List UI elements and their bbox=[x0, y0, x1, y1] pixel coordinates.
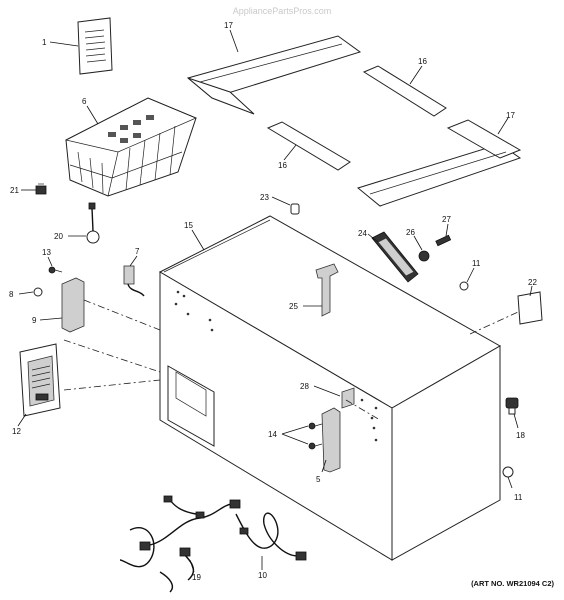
callout-18: 18 bbox=[516, 431, 525, 440]
callout-1: 1 bbox=[42, 38, 47, 47]
lid-gasket-frame bbox=[186, 35, 522, 207]
drain-plug bbox=[290, 203, 300, 215]
callout-5: 5 bbox=[316, 475, 321, 484]
owner-manual bbox=[77, 17, 113, 75]
control-bracket bbox=[61, 277, 85, 333]
callout-16-upper: 16 bbox=[418, 57, 427, 66]
leveling-plug-upper bbox=[459, 281, 469, 291]
callout-17-top: 17 bbox=[224, 21, 233, 30]
callout-14: 14 bbox=[268, 430, 277, 439]
leveling-foot bbox=[505, 397, 519, 415]
callout-9: 9 bbox=[32, 316, 37, 325]
callout-19: 19 bbox=[192, 573, 201, 582]
callout-26: 26 bbox=[406, 228, 415, 237]
wire-harness bbox=[119, 495, 241, 593]
thermostat-sensor bbox=[86, 202, 100, 244]
callout-27: 27 bbox=[442, 215, 451, 224]
screw bbox=[48, 266, 63, 274]
callout-16-lower: 16 bbox=[278, 161, 287, 170]
callout-7: 7 bbox=[135, 247, 140, 256]
callout-12: 12 bbox=[12, 427, 21, 436]
callout-20: 20 bbox=[54, 232, 63, 241]
storage-basket bbox=[64, 97, 197, 197]
callout-11-upper: 11 bbox=[472, 259, 481, 268]
indicator-light bbox=[435, 234, 452, 247]
leveling-plug-lower bbox=[502, 466, 514, 478]
callout-21: 21 bbox=[10, 186, 19, 195]
control-housing bbox=[371, 231, 419, 283]
rating-label bbox=[517, 291, 543, 325]
relay-channel bbox=[321, 407, 341, 473]
callout-22: 22 bbox=[528, 278, 537, 287]
callout-28: 28 bbox=[300, 382, 309, 391]
callout-6: 6 bbox=[82, 97, 87, 106]
lid-gasket-strips bbox=[266, 65, 447, 171]
control-panel-housing bbox=[19, 343, 61, 417]
relay-bracket bbox=[341, 387, 355, 409]
callout-10: 10 bbox=[258, 571, 267, 580]
thermostat-knob bbox=[418, 250, 430, 262]
grommet bbox=[33, 287, 43, 297]
hinge-bracket bbox=[315, 263, 339, 317]
wire-clip bbox=[35, 183, 47, 195]
callout-15: 15 bbox=[184, 221, 193, 230]
callout-23: 23 bbox=[260, 193, 269, 202]
power-cord bbox=[235, 512, 307, 561]
callout-17-right: 17 bbox=[506, 111, 515, 120]
callout-8: 8 bbox=[9, 290, 14, 299]
callout-25: 25 bbox=[289, 302, 298, 311]
callout-11-lower: 11 bbox=[514, 493, 523, 502]
art-number: (ART NO. WR21094 C2) bbox=[471, 579, 554, 588]
mounting-screws bbox=[308, 422, 323, 450]
callout-13: 13 bbox=[42, 248, 51, 257]
thermostat bbox=[123, 265, 145, 297]
callout-24: 24 bbox=[358, 229, 367, 238]
watermark-text: AppliancePartsPros.com bbox=[233, 6, 332, 16]
